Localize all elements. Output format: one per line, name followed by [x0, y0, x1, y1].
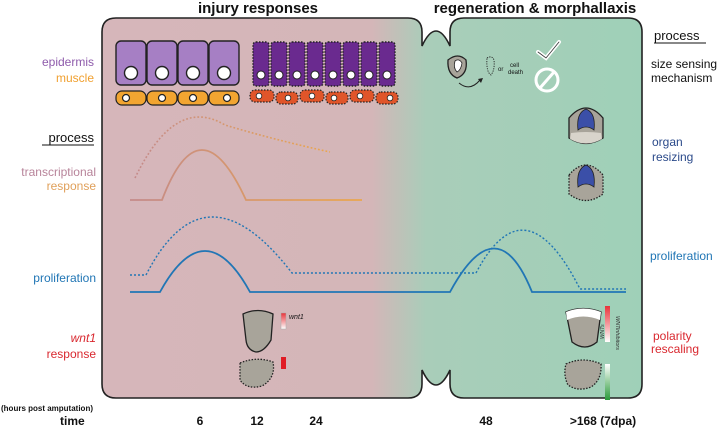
proliferation-solid — [130, 247, 626, 293]
polarity-head-initial — [565, 307, 602, 348]
inhibitors-label: inhibitors — [614, 328, 620, 350]
check-icon-outline — [537, 41, 560, 59]
rescaling-label: rescaling — [651, 342, 699, 356]
curved-arrow — [458, 79, 481, 88]
muscle-nuclei-wounded — [255, 92, 394, 102]
transcriptional-response-solid — [130, 149, 362, 201]
epidermis-cells-intact — [115, 40, 240, 86]
time-tick-48: 48 — [479, 414, 493, 428]
wnt1-expression-bar-early — [280, 312, 287, 330]
time-label: time — [60, 414, 85, 428]
wnt1-response-label: response — [47, 347, 97, 361]
proliferation-label-right: proliferation — [650, 249, 713, 263]
resizing-label: resizing — [652, 150, 693, 164]
organ-head-resized — [568, 164, 604, 202]
wnts-label: WNTs — [600, 324, 606, 339]
size-sensing-label: size sensing — [651, 57, 717, 71]
fragment-outline-dying — [486, 56, 495, 76]
mechanism-label: mechanism — [651, 71, 712, 85]
prohibited-icon — [534, 67, 560, 93]
death-label: death — [508, 70, 523, 76]
time-tick-7dpa: >168 (7dpa) — [570, 414, 636, 428]
hours-post-amputation-note: (hours post amputation) — [1, 404, 93, 413]
process-label-right: process — [654, 28, 700, 43]
organ-label: organ — [652, 135, 683, 149]
process-label-left: process — [48, 130, 94, 145]
time-tick-12: 12 — [250, 414, 264, 428]
epidermis-nuclei-wounded — [256, 70, 392, 80]
fragment-inner-outline — [453, 59, 463, 73]
transcriptional-response-label: response — [47, 179, 97, 193]
wnt-label: WNT — [614, 316, 620, 329]
proliferation-dotted-early — [130, 216, 456, 276]
green-gradient-bar — [605, 364, 610, 400]
time-tick-24: 24 — [309, 414, 323, 428]
time-tick-6: 6 — [197, 414, 204, 428]
header-injury-responses: injury responses — [198, 0, 318, 17]
polarity-label: polarity — [653, 329, 692, 343]
muscle-cells-intact — [115, 90, 240, 106]
organ-head-initial — [568, 107, 604, 145]
polarity-head-rescaled — [564, 359, 602, 390]
cell-label: cell — [510, 63, 519, 69]
transcriptional-label: transcriptional — [21, 165, 96, 179]
wnt-gradient-bar — [605, 306, 610, 342]
wnt1-small-label: wnt1 — [289, 314, 304, 321]
prohibited-icon-slash — [538, 71, 556, 89]
wnt1-label: wnt1 — [71, 331, 96, 345]
tissue-fragment-wnt1-early — [242, 309, 274, 353]
muscle-label: muscle — [56, 71, 94, 85]
timeline-panel — [101, 17, 643, 399]
or-label: or — [498, 67, 503, 73]
tissue-fragment-wnt1-late — [239, 358, 275, 388]
proliferation-label-left: proliferation — [33, 271, 96, 285]
epidermis-label: epidermis — [42, 55, 94, 69]
wnt1-expression-bar-late — [281, 357, 286, 369]
arrow-head — [478, 78, 483, 83]
header-regeneration: regeneration & morphallaxis — [434, 0, 637, 17]
